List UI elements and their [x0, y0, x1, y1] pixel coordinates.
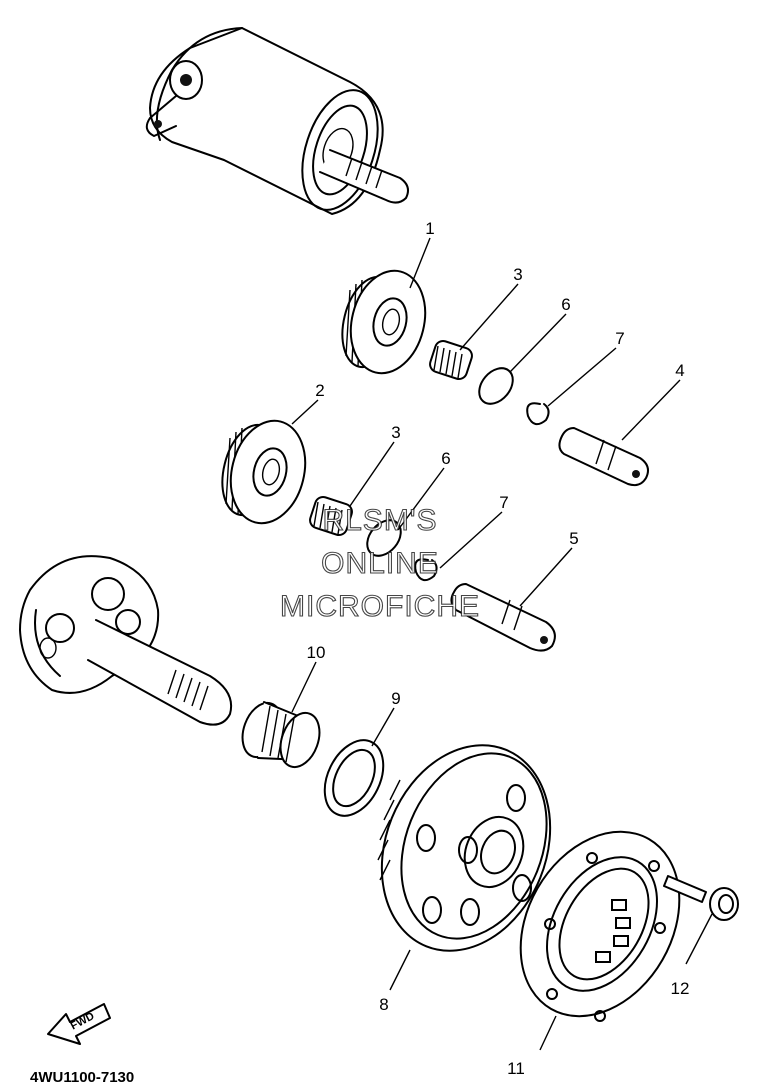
idle-gear-1 [341, 269, 427, 375]
callout-1: 1 [425, 219, 434, 238]
callout-7a: 7 [615, 329, 624, 348]
callout-9: 9 [391, 689, 400, 708]
needle-bearing-10 [241, 701, 321, 769]
watermark-line-2: ONLINE [321, 547, 439, 580]
diagram-code: 4WU1100-7130 [30, 1069, 134, 1086]
crankshaft [19, 555, 232, 726]
callout-12: 12 [671, 979, 690, 998]
leader-lines [291, 237, 713, 1051]
needle-bearing-3a [429, 339, 473, 381]
watermark: RLSM'S ONLINE MICROFICHE [279, 503, 480, 623]
fwd-arrow-icon: FWD [47, 1003, 111, 1045]
starter-motor [145, 27, 409, 215]
washer-9 [323, 739, 385, 817]
watermark-line-3: MICROFICHE [280, 590, 480, 623]
callout-2: 2 [315, 381, 324, 400]
one-way-clutch-11 [519, 830, 681, 1022]
shaft-5 [450, 583, 556, 652]
washer-6a [478, 367, 514, 405]
callout-3b: 3 [391, 423, 400, 442]
callout-4: 4 [675, 361, 684, 380]
shaft-4 [558, 427, 649, 487]
callout-7b: 7 [499, 493, 508, 512]
circlip-7a [526, 402, 550, 426]
needle-bearing-3b [309, 495, 353, 537]
washer-6b [366, 519, 402, 557]
wheel-gear-8 [377, 744, 552, 952]
callout-3a: 3 [513, 265, 522, 284]
circlip-7b [414, 558, 438, 582]
callout-8: 8 [379, 995, 388, 1014]
callout-10: 10 [307, 643, 326, 662]
callout-6b: 6 [441, 449, 450, 468]
bolt-12 [663, 875, 739, 921]
idle-gear-2 [221, 419, 307, 525]
callout-5: 5 [569, 529, 578, 548]
callout-6a: 6 [561, 295, 570, 314]
watermark-line-1: RLSM'S [322, 504, 437, 537]
callout-11: 11 [507, 1059, 525, 1078]
